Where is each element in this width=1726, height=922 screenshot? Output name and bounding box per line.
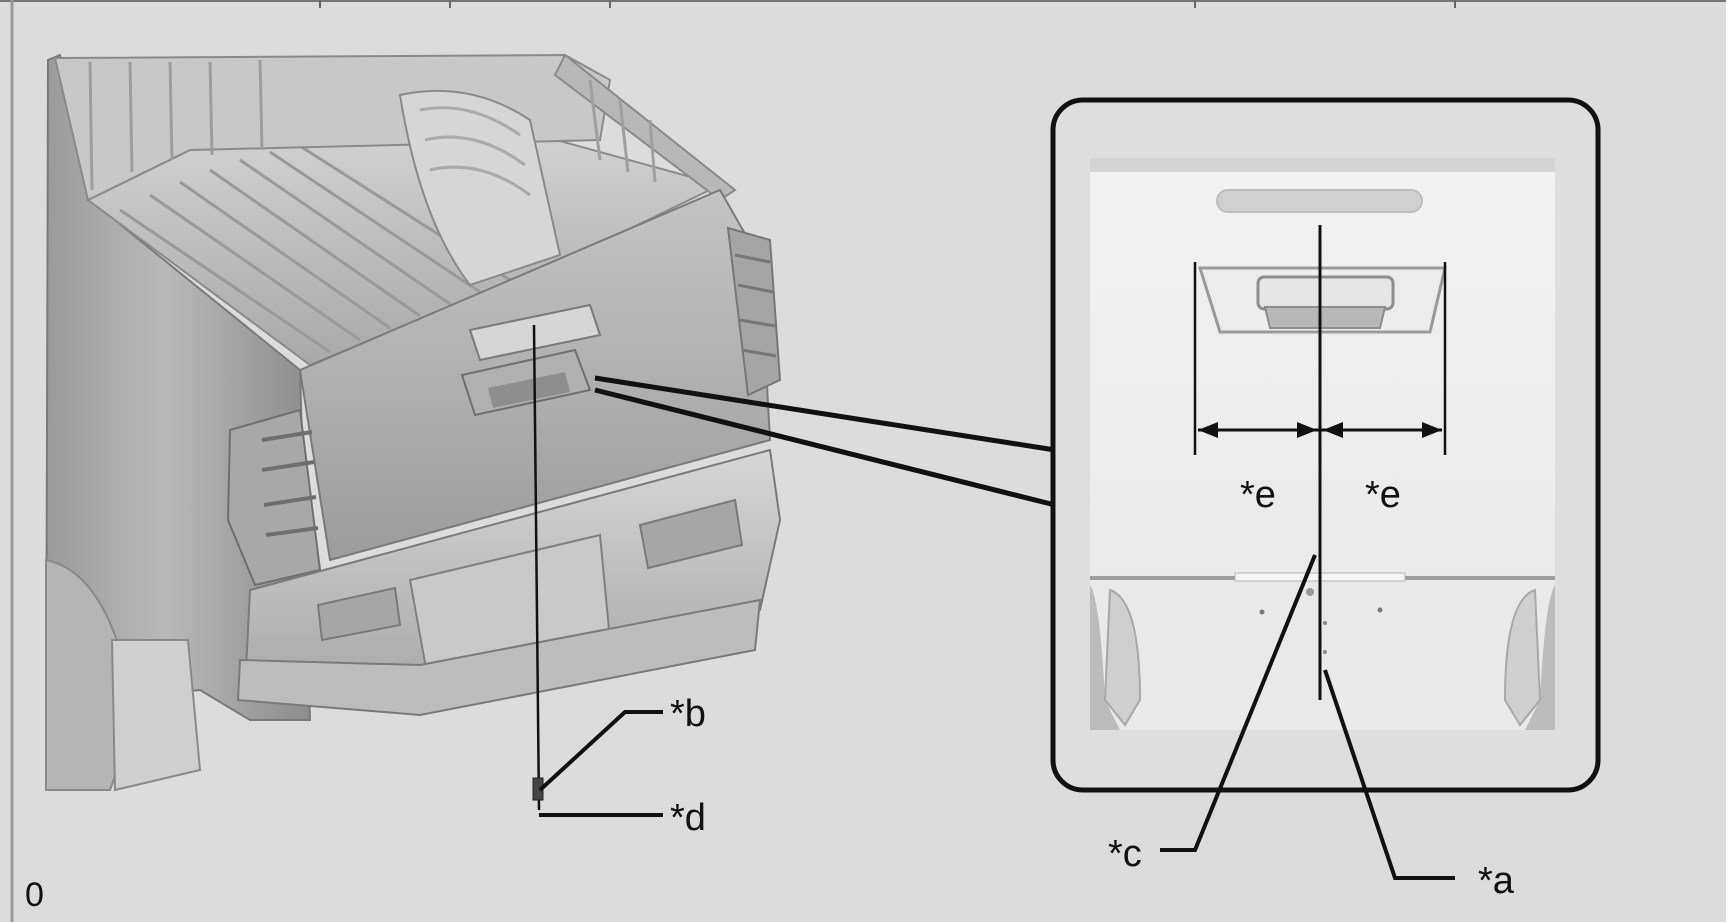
leader-lines-left xyxy=(538,710,663,817)
c-pointer xyxy=(1193,554,1317,851)
callout-d: *d xyxy=(670,797,706,839)
callout-e-right: *e xyxy=(1365,474,1401,516)
callout-e-left: *e xyxy=(1240,474,1276,516)
corner-label: 0 xyxy=(25,876,44,914)
tailgate-detail-illustration xyxy=(1050,97,1601,793)
callout-c: *c xyxy=(1108,833,1142,875)
pickup-truck-rear-illustration xyxy=(45,53,782,792)
callout-b: *b xyxy=(670,693,706,735)
zoom-lines xyxy=(594,375,1056,508)
callout-a: *a xyxy=(1478,860,1515,902)
